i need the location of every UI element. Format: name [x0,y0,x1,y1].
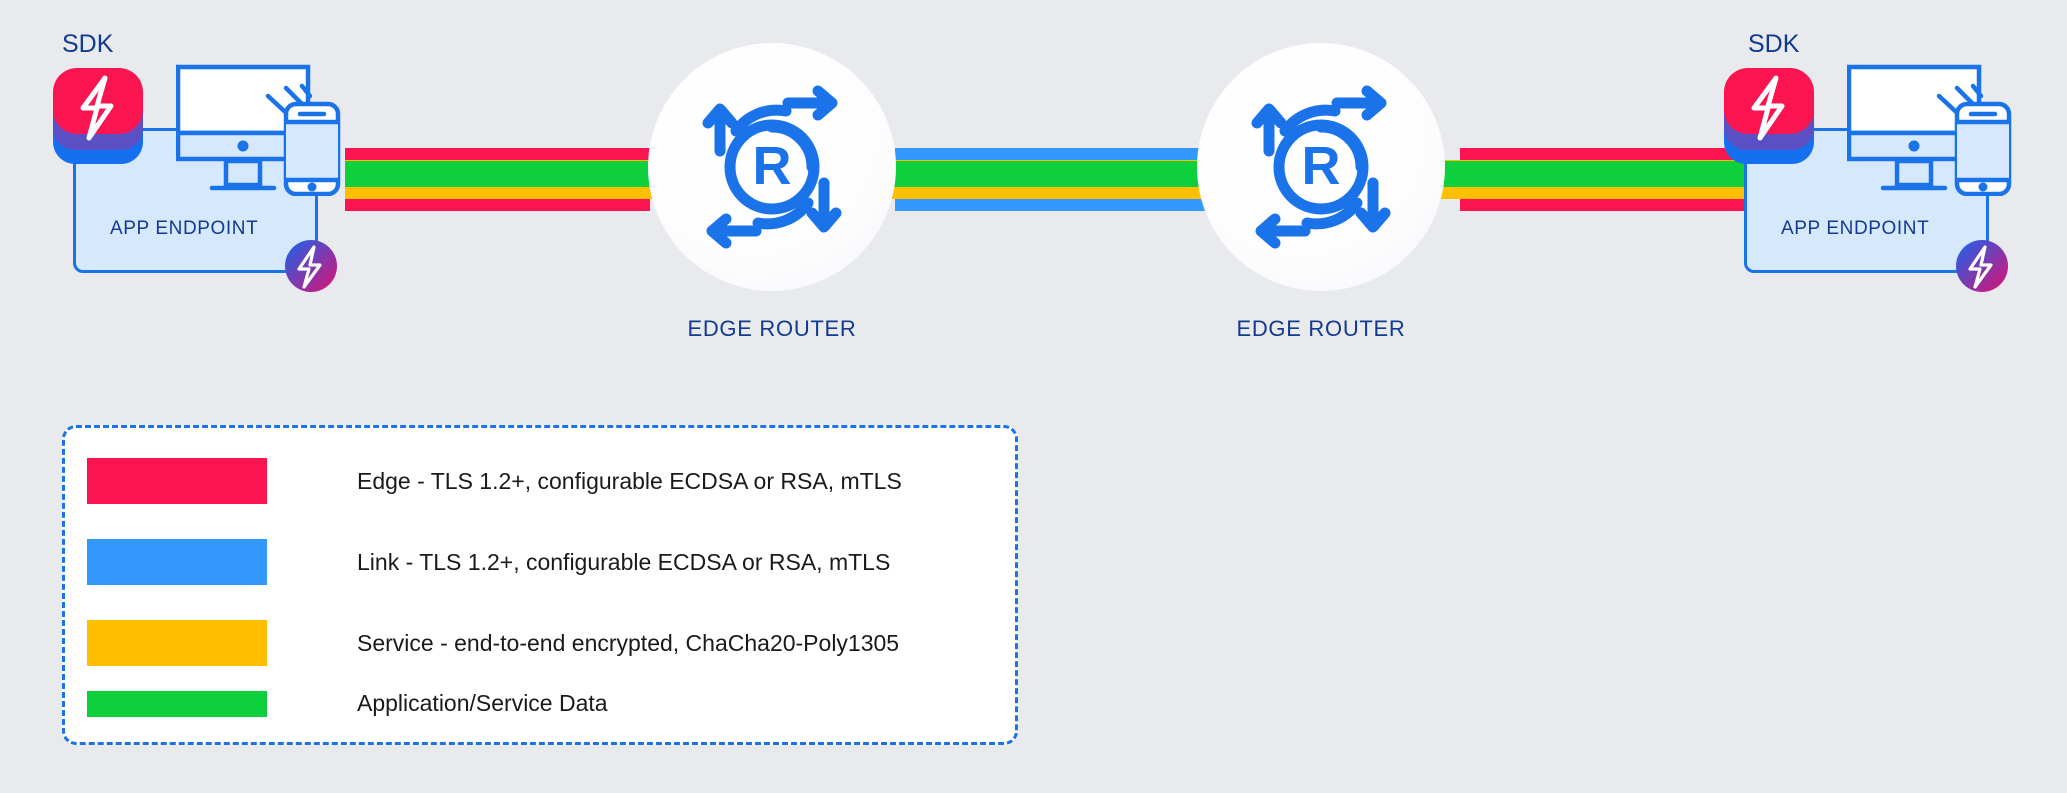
monitor-icon [176,64,311,191]
stripe-edge-left-top [345,148,650,160]
legend-label-edge: Edge - TLS 1.2+, configurable ECDSA or R… [357,467,902,494]
svg-text:R: R [753,136,792,196]
legend-item-data: Application/Service Data [87,690,608,717]
edge-router-disc-right[interactable] [1197,43,1445,291]
sdk-stack-icon [53,68,143,164]
stripe-link-mid-bottom [895,199,1215,211]
legend-label-link: Link - TLS 1.2+, configurable ECDSA or R… [357,548,891,575]
legend-swatch-data [87,690,267,717]
sdk-label-left: SDK [62,30,114,58]
legend-item-link: Link - TLS 1.2+, configurable ECDSA or R… [87,539,890,585]
lightning-badge-icon-right [1956,240,2008,292]
edge-router-label-left: EDGE ROUTER [687,316,857,341]
stripe-edge-right-top [1460,148,1760,160]
legend-swatch-edge [87,458,267,504]
app-endpoint-label-left: APP ENDPOINT [110,218,259,239]
stripe-edge-right-bottom [1460,199,1760,211]
device-group-right [1847,64,2012,196]
sdk-stack-icon-right [1724,68,1814,164]
stripe-link-mid-top [895,148,1215,160]
legend-label-service: Service - end-to-end encrypted, ChaCha20… [357,629,900,656]
app-endpoint-label-right: APP ENDPOINT [1781,218,1930,239]
stripe-edge-left-bottom [345,199,650,211]
sdk-label-right: SDK [1748,30,1800,58]
legend-swatch-link [87,539,267,585]
lightning-badge-icon-left [285,240,337,292]
legend-item-service: Service - end-to-end encrypted, ChaCha20… [87,620,899,666]
edge-router-disc-left[interactable] [648,43,896,291]
device-group-left [176,64,341,196]
legend-panel: Edge - TLS 1.2+, configurable ECDSA or R… [62,425,1018,745]
router-icon-left: R [702,85,842,249]
edge-router-label-right: EDGE ROUTER [1236,316,1406,341]
legend-item-edge: Edge - TLS 1.2+, configurable ECDSA or R… [87,458,902,504]
stripe-data-core [345,161,1760,187]
phone-icon [1954,101,2012,196]
phone-icon [283,101,341,196]
svg-text:R: R [1302,136,1341,196]
router-icon-right: R [1251,85,1391,249]
legend-label-data: Application/Service Data [357,690,608,716]
stripe-service-bottom [345,187,1760,199]
legend-swatch-service [87,620,267,666]
